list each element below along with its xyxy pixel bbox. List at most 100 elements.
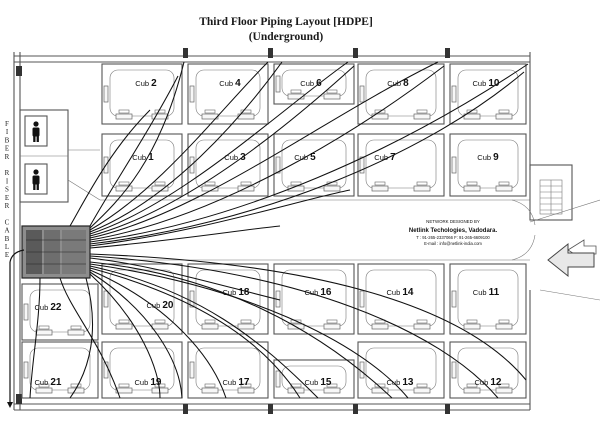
cubicle-8: Cub 8: [357, 63, 445, 125]
entrance-arrow-icon: [511, 199, 600, 301]
pipe-route: [89, 253, 527, 381]
pipe-route: [89, 271, 183, 399]
cubicle-label: Cub 14: [387, 287, 414, 298]
cubicle-number: 19: [150, 377, 162, 388]
cubicle-label: Cub 18: [223, 287, 250, 298]
pipe-route: [89, 189, 351, 247]
pipe-route: [89, 61, 439, 239]
hdpe-pipe-routes: [29, 61, 529, 399]
network-rack: [7, 225, 91, 408]
cubicle-label: Cub 10: [473, 78, 500, 89]
side-label-letter: I: [6, 177, 9, 185]
pipe-route: [59, 277, 121, 399]
side-label-letter: R: [5, 169, 10, 177]
cubicle-4: Cub 4: [187, 63, 269, 125]
cubicle-9: Cub 9: [449, 133, 527, 197]
cubicle-18: Cub 18: [187, 263, 269, 335]
cubicle-number: 11: [489, 287, 500, 298]
pipe-route: [89, 263, 409, 399]
pipe-route: [89, 65, 445, 241]
pipe-route: [69, 109, 151, 227]
cubicle-11: Cub 11: [449, 263, 527, 335]
cubicle-label-prefix: Cub: [387, 378, 403, 387]
cubicle-label: Cub 11: [473, 287, 500, 298]
side-label-letter: C: [5, 218, 10, 226]
side-label-letter: F: [5, 120, 9, 128]
cubicle-label: Cub 17: [223, 377, 250, 388]
cubicle-number: 9: [493, 152, 499, 163]
cubicle-label-prefix: Cub: [223, 378, 239, 387]
pipe-route: [89, 273, 161, 399]
cubicle-label: Cub 20: [147, 300, 174, 311]
cubicle-label: Cub 22: [35, 302, 62, 313]
cubicle-number: 2: [151, 78, 157, 89]
credit-email: E-mail : info@netlink-india.com: [424, 241, 482, 246]
side-label-letter: S: [5, 186, 9, 194]
pipe-route: [89, 61, 269, 231]
cubicle-label: Cub 21: [35, 377, 62, 388]
cubicle-label-prefix: Cub: [35, 303, 51, 312]
side-label-letter: R: [5, 202, 10, 210]
cubicle-number: 1: [148, 152, 154, 163]
side-label-letter: R: [5, 153, 10, 161]
cubicle-number: 5: [310, 152, 316, 163]
cubicle-label-prefix: Cub: [475, 378, 491, 387]
cubicle-label-prefix: Cub: [387, 288, 403, 297]
building-outline: [13, 48, 531, 414]
cubicle-label-prefix: Cub: [135, 378, 151, 387]
diagram-title: Third Floor Piping Layout [HDPE]: [199, 16, 373, 28]
cubicle-label-prefix: Cub: [35, 378, 51, 387]
side-label-letter: A: [4, 227, 9, 235]
cubicle-label-prefix: Cub: [305, 378, 321, 387]
cubicle-17: Cub 17: [187, 341, 269, 399]
cubicle-label-prefix: Cub: [132, 153, 148, 162]
cubicle-label-prefix: Cub: [300, 79, 316, 88]
staircase: [529, 164, 573, 221]
side-label-letter: E: [5, 145, 9, 153]
restroom-icon: [32, 121, 40, 142]
cubicle-number: 14: [402, 287, 414, 298]
side-label-letter: B: [5, 235, 10, 243]
cubicle-label: Cub 3: [224, 152, 246, 163]
cubicle-number: 20: [162, 300, 174, 311]
pipe-route: [89, 269, 227, 399]
cubicle-number: 15: [320, 377, 332, 388]
cubicle-label: Cub 1: [132, 152, 154, 163]
restroom-icon: [32, 169, 40, 190]
cubicle-label: Cub 16: [305, 287, 332, 298]
pipe-route: [89, 61, 349, 235]
side-label-letter: E: [5, 251, 9, 259]
cubicle-label: Cub 7: [374, 152, 396, 163]
cubicle-label-prefix: Cub: [135, 79, 151, 88]
pipe-route: [89, 267, 301, 399]
cubicle-label: Cub 12: [475, 377, 502, 388]
cubicle-5: Cub 5: [273, 133, 355, 197]
pipe-route: [89, 265, 319, 399]
cubicle-number: 13: [402, 377, 414, 388]
side-label-letter: L: [5, 243, 9, 251]
cubicle-number: 7: [390, 152, 396, 163]
cubicle-19: Cub 19: [101, 341, 183, 399]
credit-company: Netlink Techologies, Vadodara.: [409, 228, 498, 234]
cubicle-label-prefix: Cub: [219, 79, 235, 88]
cubicle-label-prefix: Cub: [473, 79, 489, 88]
cubicle-14: Cub 14: [357, 263, 445, 335]
cubicle-number: 3: [240, 152, 246, 163]
pipe-route: [89, 75, 179, 227]
cubicle-label-prefix: Cub: [223, 288, 239, 297]
side-label-letter: I: [6, 128, 9, 136]
side-label-letter: B: [5, 136, 10, 144]
cubicle-label: Cub 15: [305, 377, 332, 388]
credit-heading: NETWORK DESIGNED BY: [426, 219, 480, 224]
pipe-route: [89, 65, 355, 237]
cubicle-number: 8: [403, 78, 409, 89]
pipe-route: [89, 61, 283, 233]
cubicle-16: Cub 16: [273, 263, 355, 335]
cubicle-label: Cub 9: [477, 152, 499, 163]
cubicle-label: Cub 4: [219, 78, 241, 89]
cubicle-label-prefix: Cub: [374, 153, 390, 162]
cubicle-number: 22: [50, 302, 62, 313]
side-label-letter: E: [5, 194, 9, 202]
